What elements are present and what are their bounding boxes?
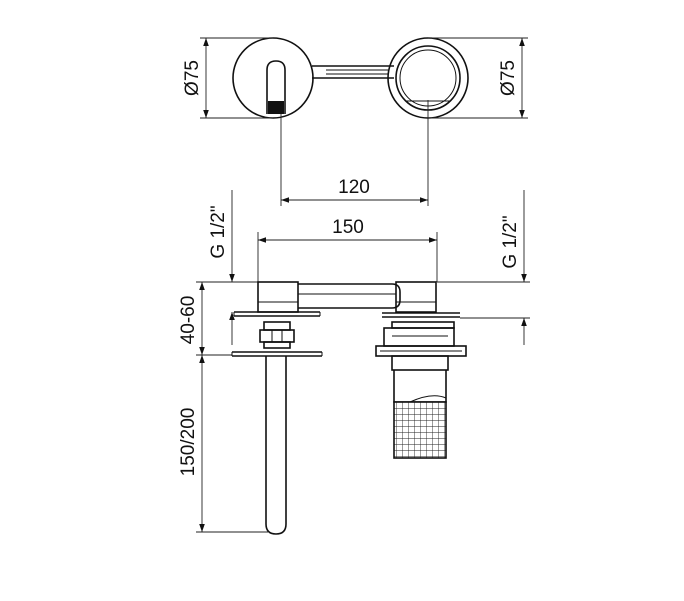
thread-left-label: G 1/2"	[208, 205, 229, 258]
plate-diameter-right-label: Ø75	[498, 60, 519, 96]
dim-thread-right: G 1/2"	[500, 190, 527, 345]
dim-wall-depth: 40-60	[178, 282, 205, 355]
dim-overall-width: 150	[257, 217, 438, 282]
dim-plate-diameter-right: Ø75	[428, 37, 528, 119]
left-wall-plate	[232, 37, 314, 119]
overall-width-label: 150	[332, 217, 364, 238]
spout-pipe	[265, 356, 287, 535]
dim-spout-length: 150/200	[178, 355, 205, 532]
connecting-bar	[312, 65, 394, 79]
dim-center-distance: 120	[280, 100, 429, 206]
spout-length-label: 150/200	[178, 408, 199, 477]
mesh-filter-icon	[393, 401, 447, 459]
top-view: Ø75 Ø75 120	[182, 37, 528, 206]
dim-plate-diameter-left: Ø75	[182, 37, 273, 119]
wall-depth-label: 40-60	[178, 296, 199, 345]
center-distance-label: 120	[338, 177, 370, 198]
plate-diameter-left-label: Ø75	[182, 60, 203, 96]
dim-thread-left: G 1/2"	[208, 190, 235, 345]
thread-right-label: G 1/2"	[500, 215, 521, 268]
side-view: 150	[178, 190, 530, 535]
valve-body	[375, 281, 467, 459]
spout-body	[231, 281, 323, 535]
spout-outlet-icon	[268, 101, 284, 114]
connecting-arm	[298, 283, 401, 309]
